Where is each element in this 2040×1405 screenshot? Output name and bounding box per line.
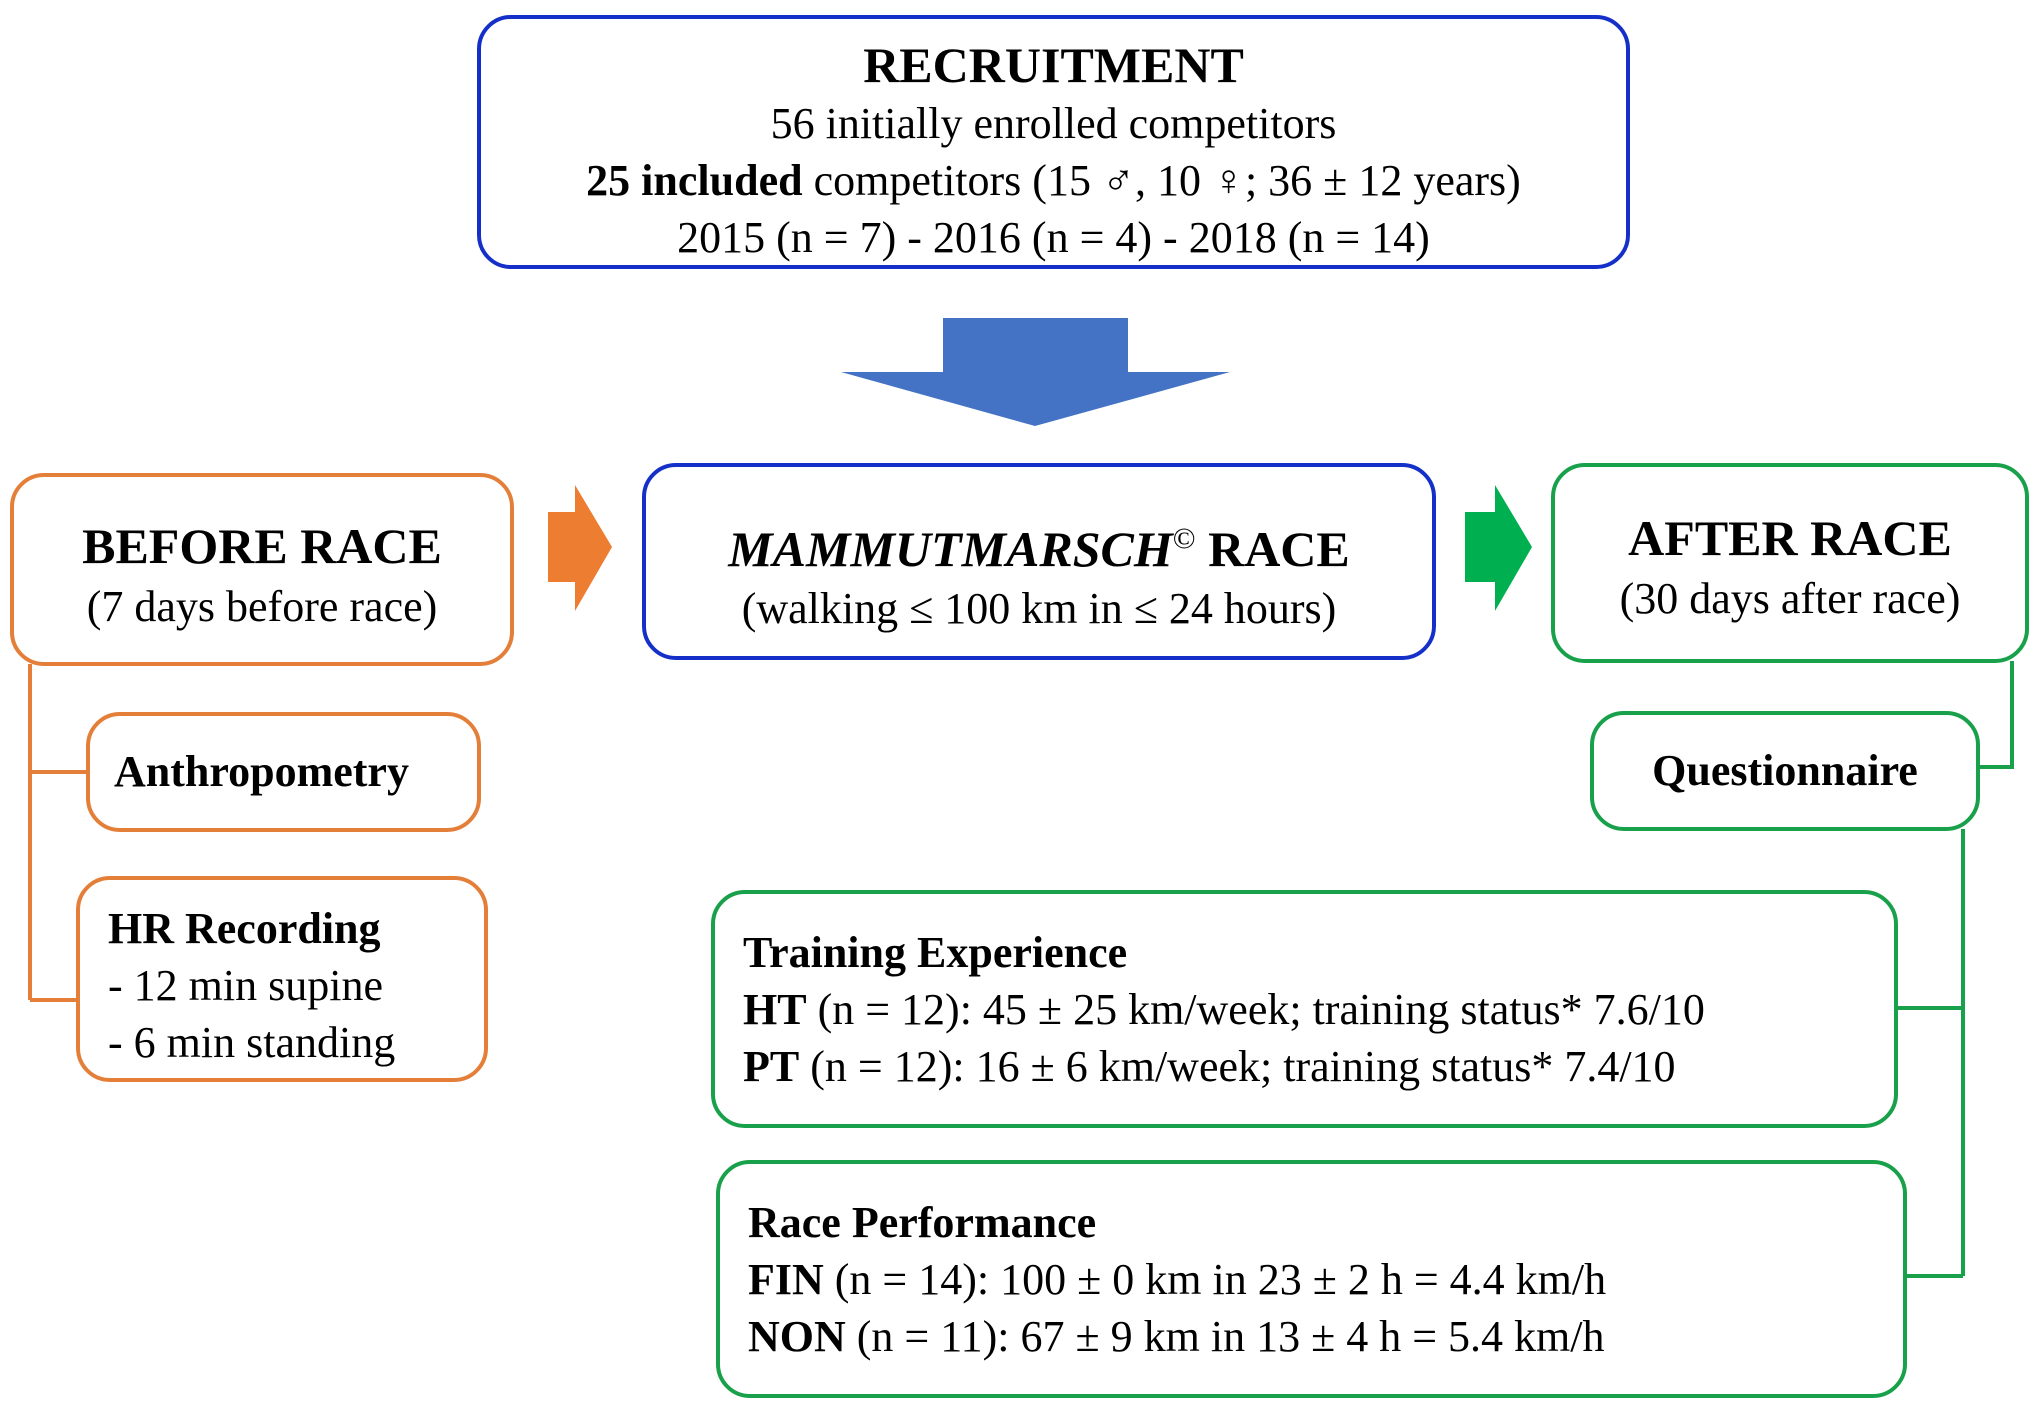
anthropometry-box: Anthropometry: [86, 712, 481, 832]
recruitment-included-count: 25 included: [586, 156, 803, 205]
hr-recording-title: HR Recording: [108, 904, 381, 953]
hr-recording-box: HR Recording - 12 min supine - 6 min sta…: [76, 876, 488, 1082]
after-connector-lines: [1898, 661, 2014, 1278]
performance-fin-detail: (n = 14): 100 ± 0 km in 23 ± 2 h = 4.4 k…: [823, 1255, 1607, 1304]
questionnaire-box: Questionnaire: [1590, 711, 1980, 831]
green-right-arrow: [1465, 485, 1532, 611]
down-arrow: [841, 318, 1230, 426]
after-race-title: AFTER RACE: [1628, 510, 1952, 566]
recruitment-enrolled: 56 initially enrolled competitors: [770, 99, 1337, 148]
group-label-non: NON: [748, 1312, 846, 1361]
before-race-title: BEFORE RACE: [82, 518, 442, 574]
after-race-subtitle: (30 days after race): [1619, 574, 1961, 623]
recruitment-title: RECRUITMENT: [863, 37, 1244, 93]
hr-item-supine: - 12 min supine: [108, 961, 383, 1010]
training-pt-detail: (n = 12): 16 ± 6 km/week; training statu…: [799, 1042, 1676, 1091]
before-race-box: BEFORE RACE (7 days before race): [10, 473, 514, 666]
race-performance-title: Race Performance: [748, 1198, 1097, 1247]
training-row-ht: HT (n = 12): 45 ± 25 km/week; training s…: [743, 981, 1894, 1038]
race-title-rest: RACE: [1195, 521, 1350, 577]
race-title: MAMMUTMARSCH© RACE: [646, 509, 1432, 579]
performance-row-non: NON (n = 11): 67 ± 9 km in 13 ± 4 h = 5.…: [748, 1308, 1903, 1365]
performance-non-detail: (n = 11): 67 ± 9 km in 13 ± 4 h = 5.4 km…: [845, 1312, 1605, 1361]
race-subtitle: (walking ≤ 100 km in ≤ 24 hours): [741, 584, 1337, 633]
recruitment-years: 2015 (n = 7) - 2016 (n = 4) - 2018 (n = …: [677, 213, 1430, 262]
copyright-mark: ©: [1172, 522, 1196, 555]
group-label-ht: HT: [743, 985, 807, 1034]
before-race-subtitle: (7 days before race): [86, 582, 438, 631]
after-race-box: AFTER RACE (30 days after race): [1551, 463, 2029, 663]
training-experience-box: Training Experience HT (n = 12): 45 ± 25…: [711, 890, 1898, 1128]
race-name: MAMMUTMARSCH: [728, 521, 1173, 577]
hr-item-standing: - 6 min standing: [108, 1018, 396, 1067]
training-ht-detail: (n = 12): 45 ± 25 km/week; training stat…: [806, 985, 1705, 1034]
group-label-pt: PT: [743, 1042, 800, 1091]
recruitment-included: 25 included competitors (15 ♂, 10 ♀; 36 …: [481, 152, 1626, 209]
training-row-pt: PT (n = 12): 16 ± 6 km/week; training st…: [743, 1038, 1894, 1095]
before-connector-lines: [28, 664, 86, 1002]
race-box: MAMMUTMARSCH© RACE (walking ≤ 100 km in …: [642, 463, 1436, 660]
training-experience-title: Training Experience: [743, 928, 1128, 977]
race-performance-box: Race Performance FIN (n = 14): 100 ± 0 k…: [716, 1160, 1907, 1398]
recruitment-box: RECRUITMENT 56 initially enrolled compet…: [477, 15, 1630, 269]
recruitment-included-detail: competitors (15 ♂, 10 ♀; 36 ± 12 years): [802, 156, 1521, 205]
performance-row-fin: FIN (n = 14): 100 ± 0 km in 23 ± 2 h = 4…: [748, 1251, 1903, 1308]
group-label-fin: FIN: [748, 1255, 824, 1304]
orange-right-arrow: [548, 485, 612, 611]
